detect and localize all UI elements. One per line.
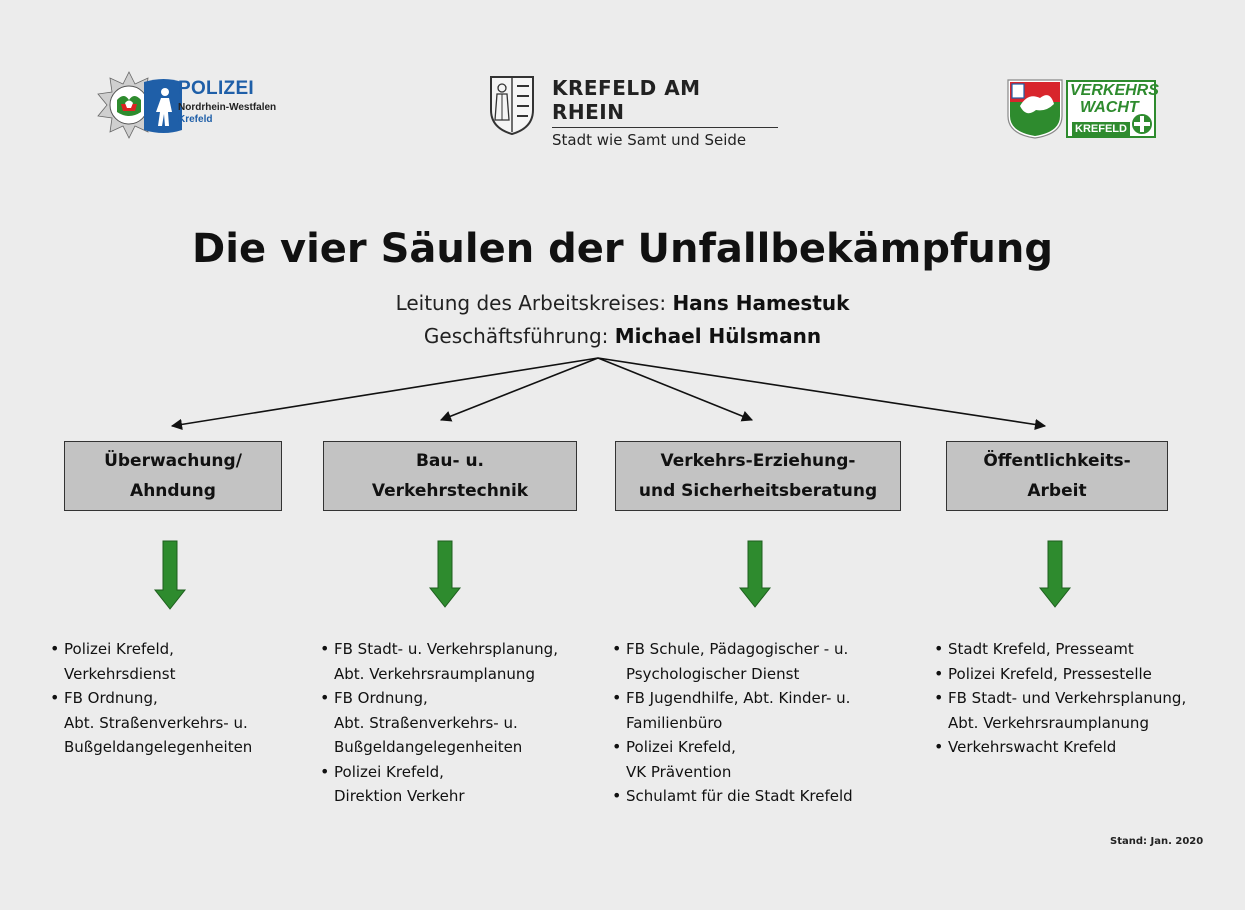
pillar-1-list: Polizei Krefeld, Verkehrsdienst FB Ordnu… — [50, 637, 300, 760]
list-item-line: Polizei Krefeld, — [626, 738, 736, 756]
list-item: FB Schule, Pädagogischer - u. Psychologi… — [612, 637, 912, 686]
pillar-box-oeffentlichkeitsarbeit: Öffentlichkeits- Arbeit — [946, 441, 1168, 511]
list-item-line: Familienbüro — [626, 713, 723, 732]
list-item-line: FB Ordnung, — [334, 689, 428, 707]
list-item: Polizei Krefeld, Verkehrsdienst — [50, 637, 300, 686]
leitung-name: Hans Hamestuk — [672, 291, 850, 315]
pillar-2-line-2: Verkehrstechnik — [371, 481, 529, 501]
list-item-line: Polizei Krefeld, — [64, 640, 174, 658]
list-item-line: FB Stadt- u. Verkehrsplanung, — [334, 640, 558, 658]
list-item: Schulamt für die Stadt Krefeld — [612, 784, 912, 809]
verkehrswacht-line1: VERKEHRS — [1070, 82, 1159, 99]
stand-date-label: Stand: Jan. 2020 — [1110, 836, 1204, 847]
verkehrswacht-line2: WACHT — [1080, 99, 1139, 116]
connector-arrow-1 — [170, 357, 599, 430]
list-item-line: FB Schule, Pädagogischer - u. — [626, 640, 849, 658]
pillar-4-list: Stadt Krefeld, Presseamt Polizei Krefeld… — [934, 637, 1224, 760]
list-item: FB Stadt- und Verkehrsplanung, Abt. Verk… — [934, 686, 1224, 735]
connector-arrow-4 — [597, 357, 1047, 431]
list-item: Verkehrswacht Krefeld — [934, 735, 1224, 760]
list-item-line: FB Ordnung, — [64, 689, 158, 707]
pillar-box-verkehrserziehung: Verkehrs-Erziehung- und Sicherheitsberat… — [615, 441, 901, 511]
krefeld-logo-title: KREFELD AM RHEIN — [552, 76, 778, 128]
pillar-2-line-1: Bau- u. — [415, 451, 485, 471]
polizei-logo-city: Krefeld — [178, 114, 213, 125]
verkehrswacht-logo: VERKEHRS WACHT KREFELD — [1006, 76, 1162, 140]
connector-arrow-2 — [439, 357, 599, 422]
pillar-3-list: FB Schule, Pädagogischer - u. Psychologi… — [612, 637, 912, 809]
list-item-line: FB Jugendhilfe, Abt. Kinder- u. — [626, 689, 851, 707]
pillar-4-line-2: Arbeit — [1027, 481, 1087, 501]
list-item: FB Ordnung, Abt. Straßenverkehrs- u. Buß… — [320, 686, 600, 760]
geschaeftsfuehrung-label: Geschäftsführung: — [423, 324, 615, 348]
green-arrow-2 — [428, 540, 462, 608]
police-blue-figure-icon — [144, 79, 182, 133]
polizei-logo: POLIZEI Nordrhein-Westfalen Krefeld — [94, 70, 294, 142]
list-item-line: Stadt Krefeld, Presseamt — [948, 640, 1134, 658]
green-arrow-1 — [153, 540, 187, 610]
list-item-line: Verkehrsdienst — [64, 664, 176, 683]
pillar-3-line-1: Verkehrs-Erziehung- — [660, 451, 856, 471]
pillar-1-line-2: Ahndung — [130, 481, 216, 501]
leitung-line: Leitung des Arbeitskreises: Hans Hamestu… — [0, 291, 1245, 315]
list-item-line: VK Prävention — [626, 762, 732, 781]
krefeld-logo: KREFELD AM RHEIN Stadt wie Samt und Seid… — [488, 74, 778, 149]
geschaeftsfuehrung-line: Geschäftsführung: Michael Hülsmann — [0, 324, 1245, 348]
leitung-label: Leitung des Arbeitskreises: — [395, 291, 673, 315]
polizei-logo-subtitle: Nordrhein-Westfalen — [178, 102, 277, 113]
green-arrow-3 — [738, 540, 772, 608]
list-item: Polizei Krefeld, VK Prävention — [612, 735, 912, 784]
pillar-1-line-1: Überwachung/ — [104, 451, 242, 471]
krefeld-logo-subtitle: Stadt wie Samt und Seide — [552, 131, 747, 149]
pillar-2-list: FB Stadt- u. Verkehrsplanung, Abt. Verke… — [320, 637, 600, 809]
list-item: FB Ordnung, Abt. Straßenverkehrs- u. Buß… — [50, 686, 300, 760]
list-item-line: Bußgeldangelegenheiten — [64, 738, 253, 756]
list-item-line: Psychologischer Dienst — [626, 664, 800, 683]
krefeld-coat-of-arms-icon — [490, 76, 534, 136]
list-item-line: Schulamt für die Stadt Krefeld — [626, 787, 853, 805]
pillar-4-line-1: Öffentlichkeits- — [983, 451, 1131, 471]
list-item-line: Bußgeldangelegenheiten — [334, 738, 523, 756]
list-item: Polizei Krefeld, Pressestelle — [934, 662, 1224, 687]
connector-arrow-3 — [597, 357, 754, 422]
list-item-line: FB Stadt- und Verkehrsplanung, — [948, 689, 1187, 707]
list-item: FB Jugendhilfe, Abt. Kinder- u. Familien… — [612, 686, 912, 735]
diagram-title: Die vier Säulen der Unfallbekämpfung — [192, 226, 1053, 272]
list-item-line: Verkehrswacht Krefeld — [948, 738, 1117, 756]
list-item: Stadt Krefeld, Presseamt — [934, 637, 1224, 662]
geschaeftsfuehrung-name: Michael Hülsmann — [614, 324, 822, 348]
list-item: Polizei Krefeld, Direktion Verkehr — [320, 760, 600, 809]
pillar-box-bau-verkehrstechnik: Bau- u. Verkehrstechnik — [323, 441, 577, 511]
pillar-3-line-2: und Sicherheitsberatung — [638, 481, 878, 501]
list-item: FB Stadt- u. Verkehrsplanung, Abt. Verke… — [320, 637, 600, 686]
polizei-logo-title: POLIZEI — [178, 78, 254, 99]
list-item-line: Polizei Krefeld, Pressestelle — [948, 664, 1152, 683]
list-item-line: Abt. Verkehrsraumplanung — [948, 713, 1149, 732]
green-arrow-4 — [1038, 540, 1072, 608]
list-item-line: Direktion Verkehr — [334, 787, 465, 805]
pillar-box-ueberwachung: Überwachung/ Ahndung — [64, 441, 282, 511]
list-item-line: Polizei Krefeld, — [334, 762, 444, 781]
list-item-line: Abt. Straßenverkehrs- u. — [334, 713, 518, 732]
list-item-line: Abt. Verkehrsraumplanung — [334, 664, 535, 683]
verkehrswacht-line3: KREFELD — [1072, 122, 1130, 137]
list-item-line: Abt. Straßenverkehrs- u. — [64, 713, 248, 732]
